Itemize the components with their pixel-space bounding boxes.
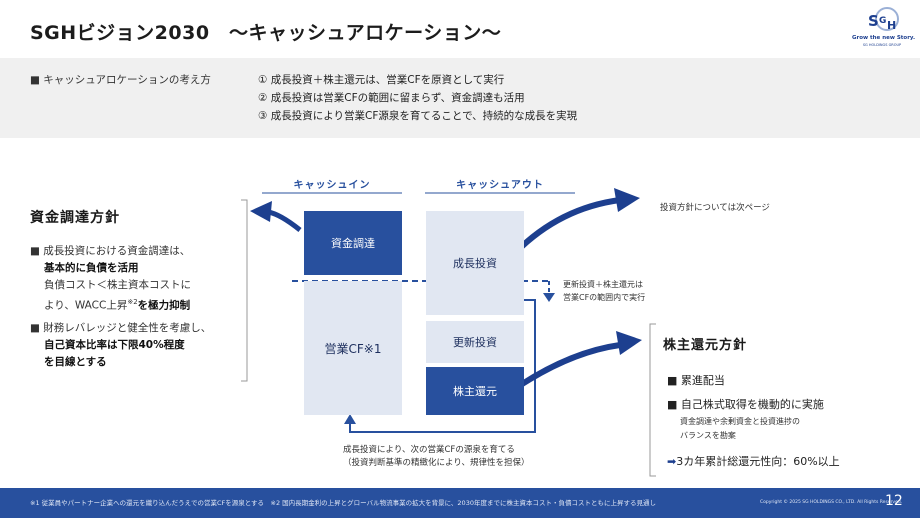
logo-tagline: Grow the new Story. [852,35,916,41]
fund-arrow-head [250,201,272,222]
funding-bullet-2-line-2: 自己資本比率は下限40%程度 [44,339,185,351]
footer-bar [0,488,920,518]
copyright: Copyright © 2025 SG HOLDINGS CO., LTD. A… [760,500,903,505]
right-bracket [649,323,656,477]
payout-target: ➡3カ年累計総還元性向：60%以上 [667,453,840,469]
operating-cf-box: 営業CF※1 [304,281,402,415]
fund-arrow-body [267,209,302,232]
funding-bullet-1-line-3: 負債コスト＜株主資本コストに [44,279,191,291]
wacc-suppress-text: を極力抑制 [137,299,191,312]
fund-raising-box: 資金調達 [304,211,402,275]
funding-bullet-1-line-1: ■ 成長投資における資金調達は、 [30,245,191,257]
cash-in-label: キャッシュイン [293,180,371,191]
footnotes: ※1 従業員やパートナー企業への還元を織り込んだうえでの営業CFを源泉とする ※… [30,499,656,507]
policy-heading: ■ キャッシュアロケーションの考え方 [30,74,211,86]
footnote-ref-2: ※2 [127,298,138,306]
cash-out-label: キャッシュアウト [456,180,544,191]
renewal-note-line-1: 更新投資＋株主還元は [563,280,643,289]
growth-arrow-head [614,188,640,212]
funding-bullet-1-line-2: 基本的に負債を活用 [44,262,139,274]
loop-arrow-head [344,414,356,424]
buyback-note-line-1: 資金調達や余剰資金と投資進捗の [680,417,800,426]
svg-text:S: S [868,12,879,30]
funding-policy-title: 資金調達方針 [30,210,120,226]
growth-investment-box: 成長投資 [426,211,524,315]
page-number: 12 [885,493,903,509]
page-title: SGHビジョン2030 〜キャッシュアロケーション〜 [30,22,502,44]
shareholder-return-policy-title: 株主還元方針 [663,338,748,353]
left-bracket [241,199,248,382]
policy-item-2: ② 成長投資は営業CFの範囲に留まらず、資金調達も活用 [258,92,525,104]
renewal-note-line-2: 営業CFの範囲内で実行 [563,293,646,302]
funding-bullet-2-line-1: ■ 財務レバレッジと健全性を考慮し、 [30,322,212,334]
growth-arrow-body [513,197,621,255]
dashed-arrow-head [543,293,555,302]
svg-text:H: H [887,19,896,32]
renewal-investment-box: 更新投資 [426,321,524,363]
return-arrow-head [616,331,642,355]
logo-subtagline: SG HOLDINGS GROUP [862,43,902,47]
investment-policy-note: 投資方針については次ページ [660,203,770,213]
svg-text:G: G [879,16,886,26]
payout-target-text: 3カ年累計総還元性向：60%以上 [676,455,840,468]
funding-bullet-1-line-4: より、WACC上昇※2を極力抑制 [44,294,190,315]
return-arrow-body [514,342,621,391]
company-logo: S G H Grow the new Story. SG HOLDINGS GR… [852,6,916,54]
funding-bullet-2-line-3: を目線とする [44,356,107,368]
loop-note-line-2: （投資判断基準の精緻化により、規律性を担保） [343,458,530,468]
arrow-right-icon: ➡ [667,455,677,468]
shareholder-return-box: 株主還元 [426,367,524,415]
progressive-dividend-item: ■ 累進配当 [667,374,725,387]
policy-band [0,58,920,138]
wacc-text: より、WACC上昇 [44,299,128,312]
policy-item-1: ① 成長投資＋株主還元は、営業CFを原資として実行 [258,74,505,86]
policy-item-3: ③ 成長投資により営業CF源泉を育てることで、持続的な成長を実現 [258,110,578,122]
share-buyback-item: ■ 自己株式取得を機動的に実施 [667,398,824,411]
loop-line [349,299,536,433]
buyback-note-line-2: バランスを勘案 [680,431,736,440]
loop-note-line-1: 成長投資により、次の営業CFの源泉を育てる [343,445,515,455]
sgh-logo-icon: S G H [868,7,899,32]
